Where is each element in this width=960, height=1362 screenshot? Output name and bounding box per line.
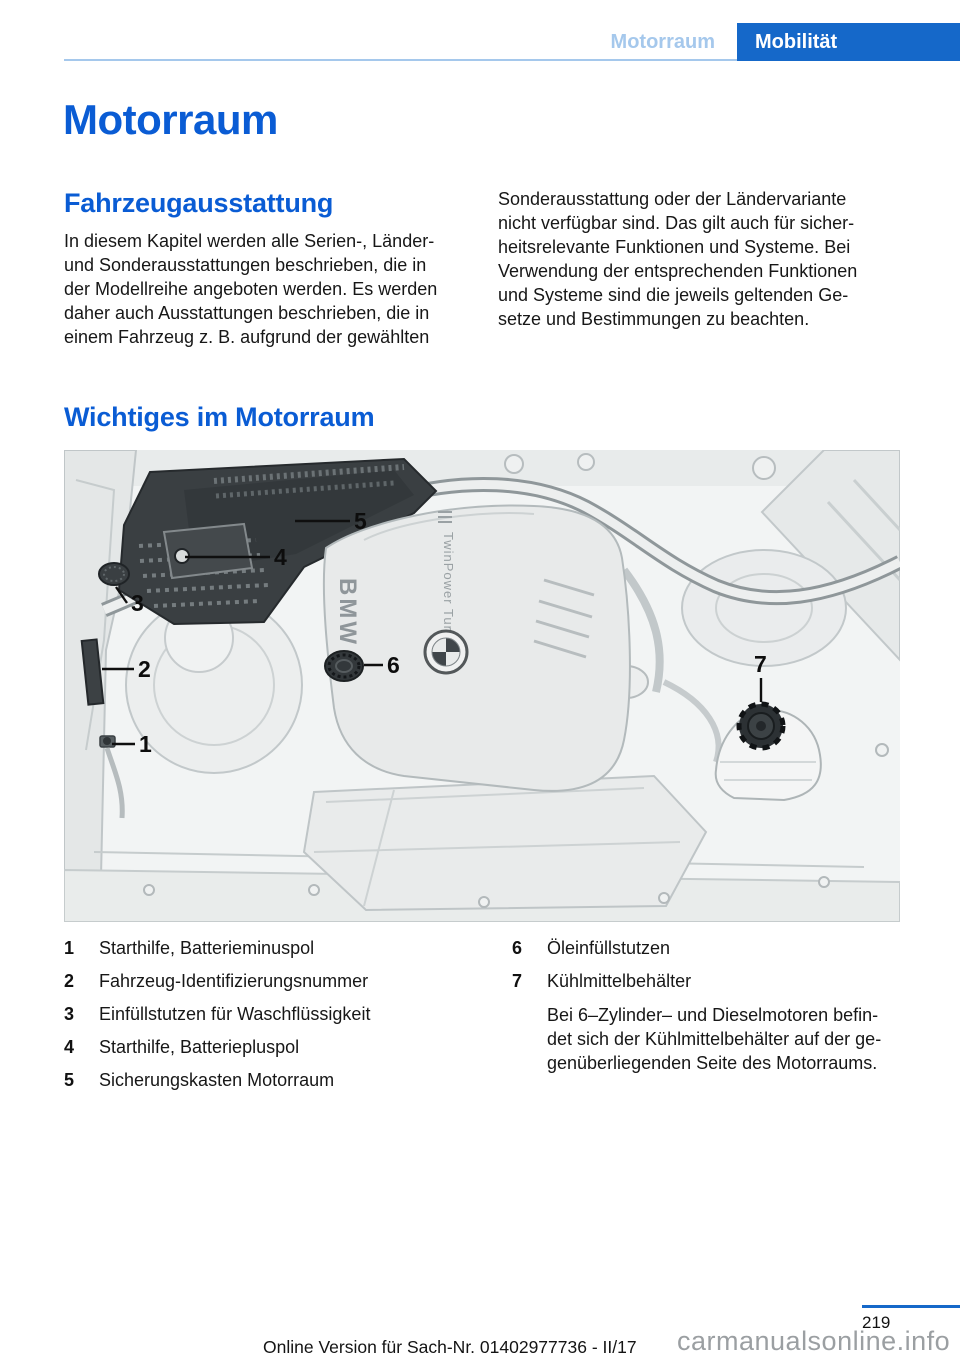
chapter-tab-motorraum: Motorraum xyxy=(610,31,715,53)
engine-cover-ribs xyxy=(533,578,595,659)
engine-cover-bmw-text: BMW xyxy=(334,578,361,647)
legend-item-2: 2 Fahrzeug-Identifizierungsnummer xyxy=(64,970,494,993)
callout-lines xyxy=(102,519,763,746)
legend-item-7: 7 Kühlmittelbehälter xyxy=(512,970,912,993)
legend-item-label: Kühlmittelbehälter xyxy=(547,971,692,991)
legend-item-number: 5 xyxy=(64,1070,75,1090)
legend-item-label: Fahrzeug-Identifizierungsnummer xyxy=(99,971,369,991)
section-heading-wichtiges-im-motorraum: Wichtiges im Motorraum xyxy=(64,402,375,432)
figure-callout-7: 7 xyxy=(754,651,767,677)
figure-callout-6: 6 xyxy=(387,652,400,678)
fuse-box xyxy=(162,522,254,580)
engine-cover-twinpower-text: TwinPower Turbo xyxy=(441,532,456,647)
figure-callout-1: 1 xyxy=(139,731,152,757)
figure-legend-left: 1 Starthilfe, Batterieminuspol 2 Fahrzeu… xyxy=(64,937,494,1102)
oil-filler-cap xyxy=(324,650,364,682)
chapter-tab-mobilitaet: Mobilität xyxy=(737,23,960,61)
header-divider xyxy=(64,59,737,61)
figure-callout-3: 3 xyxy=(131,590,144,616)
figure-legend-right: 6 Öleinfüllstutzen 7 Kühlmittelbehälter … xyxy=(512,937,912,1075)
legend-item-4: 4 Starthilfe, Batteriepluspol xyxy=(64,1036,494,1059)
air-filter-box xyxy=(302,774,708,912)
legend-item-number: 1 xyxy=(64,938,75,958)
bmw-roundel-icon xyxy=(423,629,469,675)
vin-plate xyxy=(80,638,105,706)
battery-minus-terminal xyxy=(99,735,125,819)
legend-item-7-note: Bei 6–Zylinder– und Dieselmotoren befin-… xyxy=(547,1005,882,1073)
legend-item-label: Starthilfe, Batteriepluspol xyxy=(99,1037,300,1057)
page-title: Motorraum xyxy=(63,96,278,143)
engine-cover xyxy=(322,504,631,792)
legend-item-5: 5 Sicherungskasten Motorraum xyxy=(64,1069,494,1092)
legend-item-3: 3 Einfüllstutzen für Waschflüssigkeit xyxy=(64,1003,494,1026)
figure-callout-5: 5 xyxy=(354,508,367,534)
strut-tower xyxy=(681,549,847,667)
legend-item-1: 1 Starthilfe, Batterieminuspol xyxy=(64,937,494,960)
legend-item-label: Öleinfüllstutzen xyxy=(547,938,671,958)
legend-item-number: 2 xyxy=(64,971,75,991)
bolt-heads xyxy=(143,743,889,908)
legend-item-number: 6 xyxy=(512,938,523,958)
footer-divider xyxy=(862,1305,960,1308)
legend-item-number: 7 xyxy=(512,971,523,991)
legend-item-number: 4 xyxy=(64,1037,75,1057)
legend-item-number: 3 xyxy=(64,1004,75,1024)
legend-item-6: 6 Öleinfüllstutzen xyxy=(512,937,912,960)
watermark-text: carmanualsonline.info xyxy=(677,1326,951,1356)
body-column-left: In diesem Kapitel werden alle Serien-, L… xyxy=(64,231,438,347)
page-number: 219 xyxy=(862,1313,891,1332)
footer-version-text: Online Version für Sach-Nr. 01402977736 … xyxy=(263,1337,637,1357)
legend-item-label: Einfüllstutzen für Waschflüssigkeit xyxy=(99,1004,371,1024)
washer-fluid-cap xyxy=(98,562,130,586)
chapter-tab-mobilitaet-label: Mobilität xyxy=(755,30,838,53)
hose xyxy=(620,567,664,693)
section-heading-fahrzeugausstattung: Fahrzeugausstattung xyxy=(64,188,334,218)
engine-compartment-illustration: BMW TwinPower Turbo xyxy=(64,450,900,922)
right-frame-rail xyxy=(760,450,900,662)
engine-compartment-drawing: BMW TwinPower Turbo xyxy=(64,450,900,922)
figure-callout-4: 4 xyxy=(274,544,287,570)
legend-item-label: Sicherungskasten Motorraum xyxy=(99,1070,335,1090)
hose xyxy=(662,679,722,763)
coolant-cap xyxy=(736,701,786,751)
body-column-right: Sonderausstattung oder der Ländervariant… xyxy=(498,189,858,329)
figure-callout-2: 2 xyxy=(138,656,151,682)
legend-item-label: Starthilfe, Batterieminuspol xyxy=(99,938,315,958)
